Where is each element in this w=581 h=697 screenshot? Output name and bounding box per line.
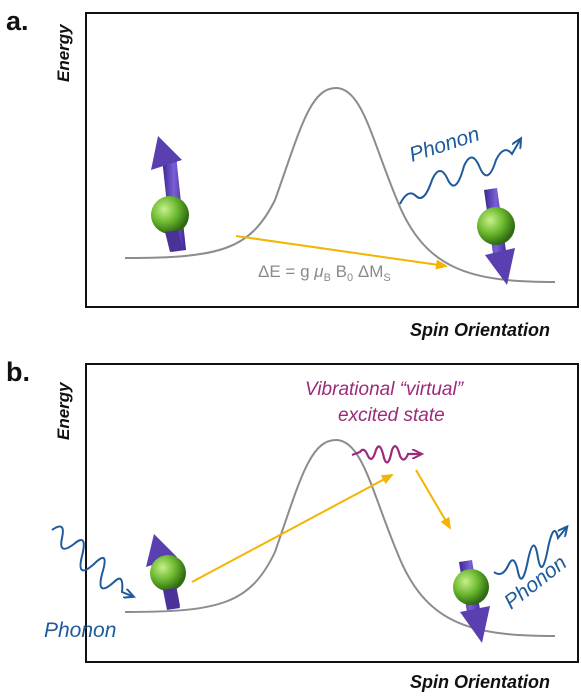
panel-a-phonon-label: Phonon: [406, 123, 482, 167]
panel-b-energy-curve: [124, 438, 556, 637]
panel-a-phonon-wave: [399, 140, 520, 205]
panel-a-spin-down-icon: [477, 188, 515, 285]
panel-b-phonon-in-label: Phonon: [44, 619, 116, 642]
panel-b-phonon-in-wave: [51, 525, 132, 596]
panel-a-energy-curve: [124, 86, 556, 283]
panel-a-letter: a.: [6, 6, 29, 36]
panel-b-spin-up-icon: [146, 534, 186, 610]
panel-b-virtual-label-line2: excited state: [338, 405, 445, 426]
panel-a-transition-arrow: [235, 235, 448, 270]
panel-b-virtual-state-wave: [351, 445, 420, 464]
panel-b-frame: [85, 363, 579, 663]
panel-a-x-axis-label: Spin Orientation: [410, 320, 551, 340]
panel-b-virtual-label-line1: Vibrational “virtual”: [305, 379, 465, 400]
panel-a-frame: [85, 12, 579, 308]
panel-b-relaxation-arrow: [415, 469, 452, 530]
panel-a-equation: ΔE = g μB B0 ΔMS: [258, 262, 391, 284]
panel-b-x-axis-label: Spin Orientation: [410, 672, 551, 692]
panel-b-excitation-arrow: [191, 474, 394, 583]
panel-b-letter: b.: [6, 357, 30, 387]
panel-a-spin-up-icon: [151, 136, 189, 252]
panel-b-phonon-out-wave: [493, 528, 566, 580]
panel-b-spin-down-icon: [453, 560, 490, 643]
